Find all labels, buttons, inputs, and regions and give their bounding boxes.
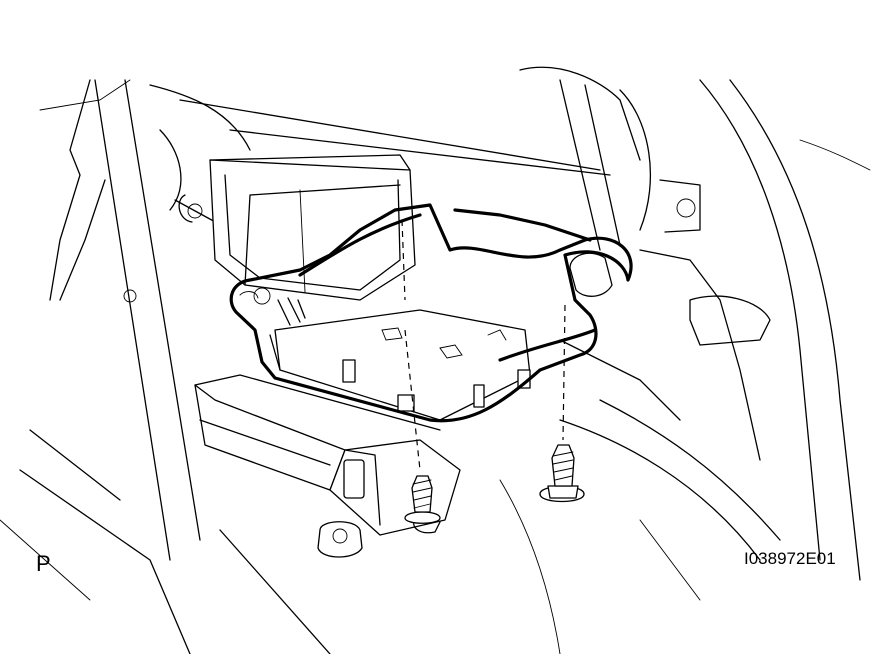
airbag-sensor-assembly [194, 309, 531, 558]
vehicle-floor-structure [0, 66, 871, 654]
illustration-code-label: I038972E01 [744, 549, 836, 568]
bolt-left [404, 475, 441, 524]
upper-duct-housing [209, 154, 416, 301]
wire-harness [298, 208, 592, 277]
alignment-guide-lines [401, 219, 566, 471]
bolt-right [539, 444, 585, 503]
view-marker-label: P [36, 551, 51, 576]
airbag-sensor-outline [229, 203, 633, 423]
